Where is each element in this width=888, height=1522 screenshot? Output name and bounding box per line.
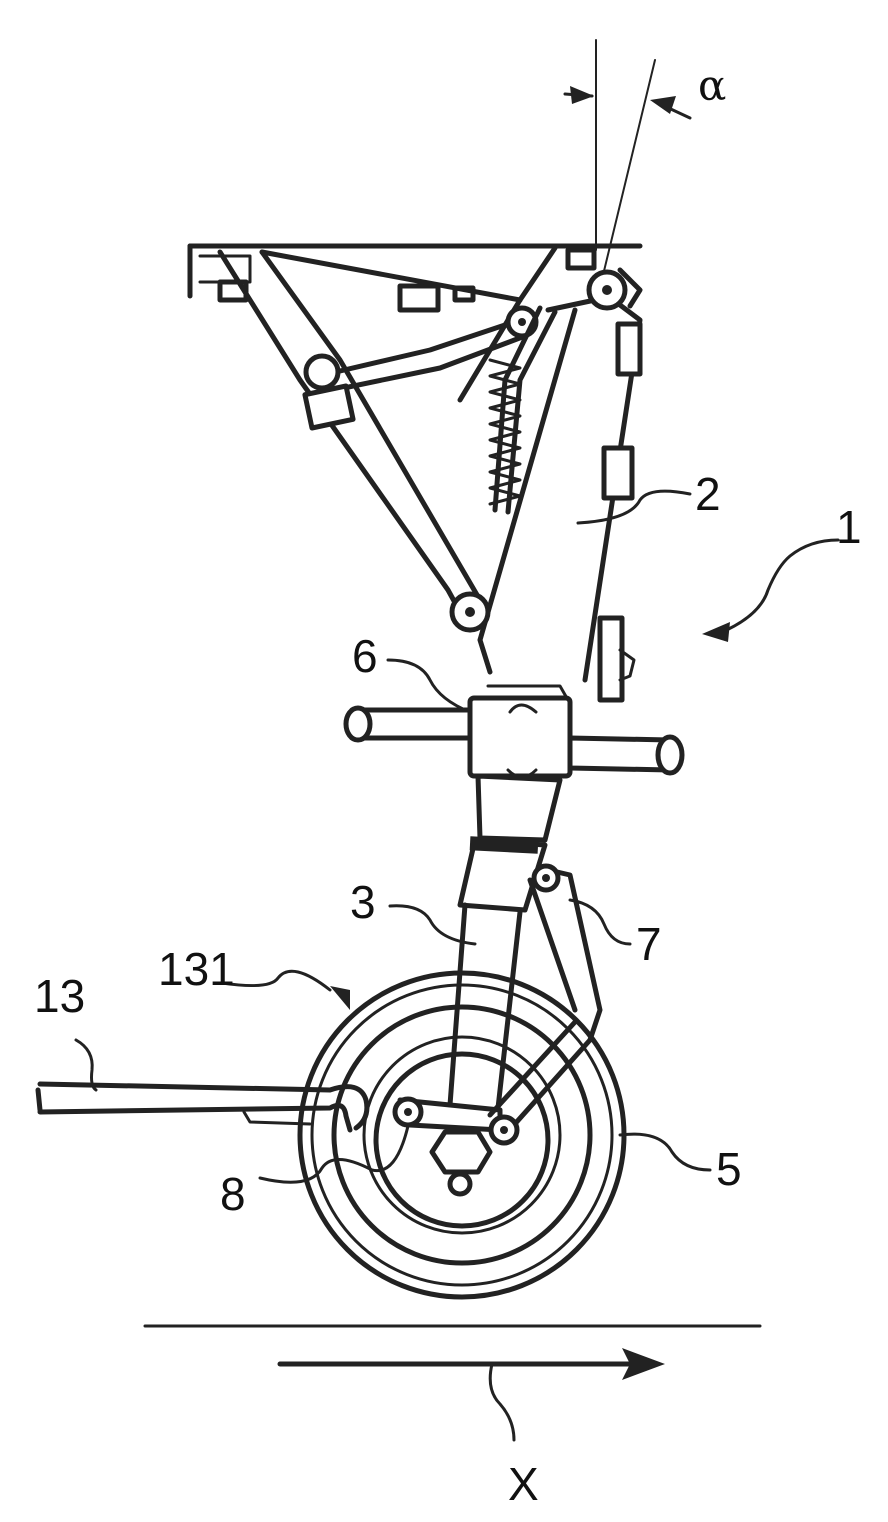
wheel bbox=[300, 973, 624, 1297]
direction-arrow bbox=[280, 1348, 665, 1380]
label-tow-bar: 13 bbox=[34, 970, 85, 1022]
label-alpha: α bbox=[698, 61, 726, 110]
label-tow-hook: 131 bbox=[158, 943, 235, 995]
label-collar: 6 bbox=[352, 630, 378, 682]
actuator bbox=[305, 300, 595, 512]
label-axle-pin: 8 bbox=[220, 1168, 246, 1220]
collar bbox=[346, 686, 682, 840]
label-wheel: 5 bbox=[716, 1143, 742, 1195]
label-direction: X bbox=[508, 1458, 539, 1510]
side-brace bbox=[220, 248, 555, 630]
tow-bar bbox=[38, 1084, 367, 1130]
label-strut: 2 bbox=[695, 468, 721, 520]
label-assembly: 1 bbox=[836, 501, 862, 553]
label-lower-strut: 3 bbox=[350, 876, 376, 928]
label-link: 7 bbox=[636, 918, 662, 970]
